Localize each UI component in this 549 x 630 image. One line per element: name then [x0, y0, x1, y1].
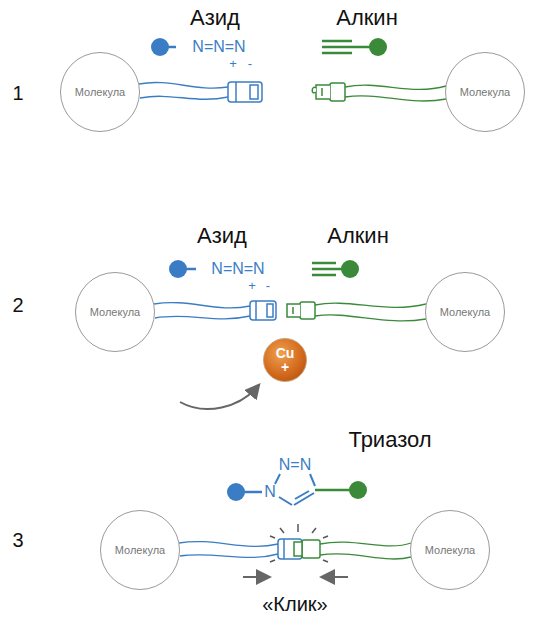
row-number: 3 [12, 529, 23, 551]
azide-title: Азид [190, 6, 240, 30]
azide-formula: N=N=N [211, 260, 264, 278]
charge-minus: - [248, 57, 252, 71]
molecule-circle: Молекула [425, 272, 505, 352]
ring-atom: N [264, 483, 276, 501]
molecule-circle: Молекула [410, 510, 490, 590]
rope-left-2 [154, 303, 250, 319]
charge-plus: + [229, 57, 237, 71]
molecule-text: Молекула [425, 544, 475, 556]
azide-group-2 [169, 260, 196, 278]
azide-title: Азид [197, 224, 247, 248]
triazole-ring [236, 474, 315, 505]
alkyne-remnant-3 [315, 481, 367, 499]
molecule-text: Молекула [115, 544, 165, 556]
azide-group-1 [151, 38, 176, 56]
catalyst-text: + [281, 360, 289, 374]
row-number: 2 [12, 294, 23, 316]
charge-plus: + [248, 279, 256, 293]
molecule-circle: Молекула [445, 52, 525, 132]
click-label: «Клик» [262, 593, 328, 615]
alkyne-group-1 [322, 38, 387, 56]
buckle-male-2 [287, 302, 315, 319]
row-number: 1 [12, 82, 23, 104]
catalyst-text: Cu [276, 346, 295, 360]
rope-right-1 [345, 85, 446, 101]
molecule-circle: Молекула [100, 510, 180, 590]
azide-formula: N=N=N [192, 38, 245, 56]
push-arrow-left [243, 576, 268, 578]
buckle-female-1 [228, 82, 262, 102]
catalyst-circle: Cu+ [263, 338, 307, 382]
buckle-female-2 [250, 301, 276, 320]
alkyne-group-2 [312, 260, 359, 278]
catalyst-arrow [180, 386, 258, 409]
triazole-title: Триазол [348, 428, 431, 452]
rope-left-1 [139, 82, 228, 99]
buckle-joined-3 [278, 539, 320, 559]
alkyne-title: Алкин [327, 224, 389, 248]
rope-right-2 [315, 303, 426, 321]
ring-atoms: N=N [279, 456, 311, 474]
azide-dot-3 [227, 483, 245, 501]
molecule-text: Молекула [75, 86, 125, 98]
rope-right-3 [320, 542, 411, 559]
molecule-circle: Молекула [75, 272, 155, 352]
buckle-male-1 [312, 83, 345, 101]
molecule-text: Молекула [440, 306, 490, 318]
alkyne-title: Алкин [336, 6, 398, 30]
molecule-text: Молекула [460, 86, 510, 98]
molecule-circle: Молекула [60, 52, 140, 132]
rope-left-3 [179, 542, 278, 558]
charge-minus: - [266, 279, 270, 293]
molecule-text: Молекула [90, 306, 140, 318]
click-sparks [270, 524, 328, 562]
push-arrow-right [323, 576, 348, 578]
